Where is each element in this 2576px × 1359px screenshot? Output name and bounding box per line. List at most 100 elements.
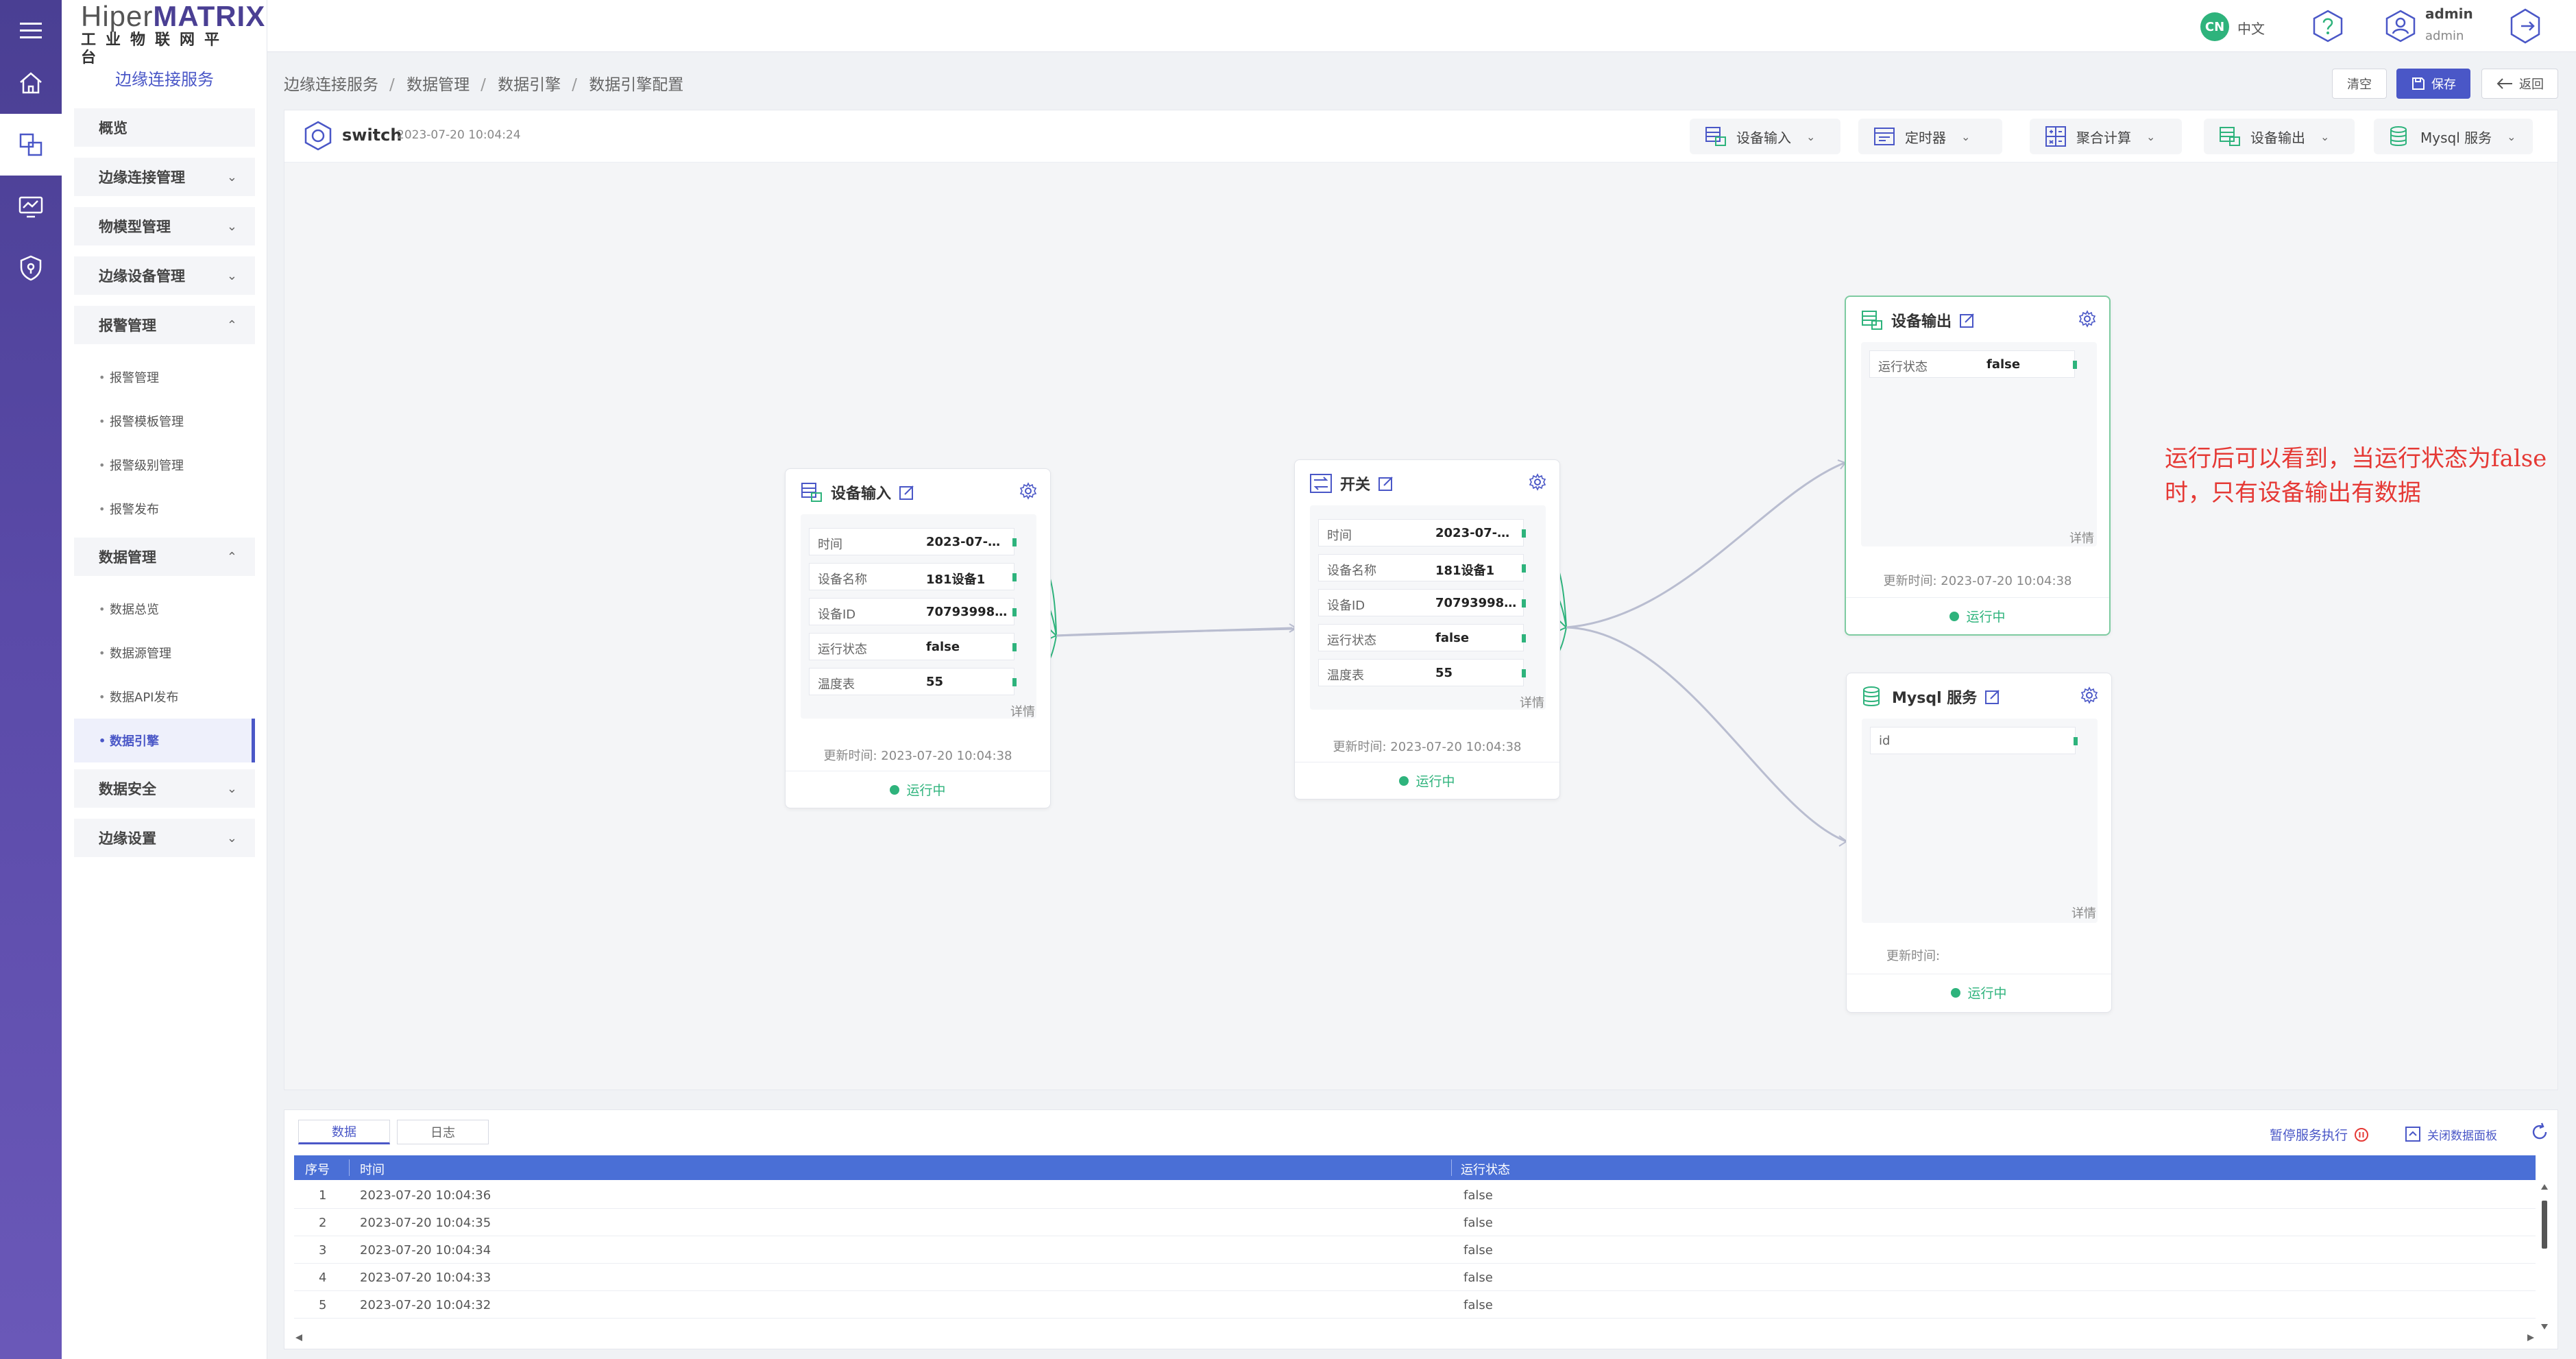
cell-status: false xyxy=(1463,1216,1493,1230)
output-port[interactable] xyxy=(1012,643,1017,651)
flow-canvas[interactable]: switch 2023-07-20 10:04:24 设备输入⌄ 定时器⌄ 聚合… xyxy=(284,110,2558,1090)
logout-button[interactable] xyxy=(2506,7,2544,49)
input-port[interactable] xyxy=(2073,361,2077,369)
sidebar-item-edge-settings[interactable]: 边缘设置⌄ xyxy=(74,819,255,857)
output-port[interactable] xyxy=(1522,529,1526,538)
output-port[interactable] xyxy=(1012,678,1017,686)
save-button[interactable]: 保存 xyxy=(2396,69,2470,99)
sidebar-item-edge-connect[interactable]: 边缘连接管理⌄ xyxy=(74,158,255,196)
tool-device-output[interactable]: 设备输出⌄ xyxy=(2204,119,2355,154)
edit-icon[interactable] xyxy=(1958,311,1976,329)
output-port[interactable] xyxy=(1012,573,1017,581)
node-settings-button[interactable] xyxy=(1528,472,1547,495)
clear-label: 清空 xyxy=(2347,77,2372,92)
link-switch-to-output[interactable] xyxy=(1566,461,1845,629)
field-value: 2023-07-2... xyxy=(1435,526,1518,540)
edit-icon[interactable] xyxy=(898,483,916,501)
pause-service-button[interactable]: 暂停服务执行 xyxy=(2270,1125,2370,1144)
sidebar-sub-data-engine[interactable]: 数据引擎 xyxy=(74,719,255,762)
output-port[interactable] xyxy=(1522,634,1526,642)
link-input-switch-line xyxy=(1056,627,1293,637)
sidebar-sub-data-api[interactable]: 数据API发布 xyxy=(74,675,255,719)
clear-button[interactable]: 清空 xyxy=(2332,69,2387,99)
sidebar-item-overview[interactable]: 概览 xyxy=(74,108,255,147)
language-label[interactable]: 中文 xyxy=(2237,21,2265,37)
sidebar-item-thing-model[interactable]: 物模型管理⌄ xyxy=(74,207,255,245)
vertical-scrollbar[interactable] xyxy=(2540,1181,2549,1332)
rail-monitor-button[interactable] xyxy=(0,176,62,237)
sidebar-sub-alarm-publish[interactable]: 报警发布 xyxy=(74,487,255,531)
column-header: 运行状态 xyxy=(1461,1163,1510,1177)
node-updated-time: 更新时间: 2023-07-20 10:04:38 xyxy=(823,749,1012,763)
tool-label: 定时器 xyxy=(1905,129,1946,146)
node-settings-button[interactable] xyxy=(1019,481,1038,504)
output-port[interactable] xyxy=(1012,538,1017,546)
language-badge[interactable]: CN xyxy=(2200,12,2229,41)
collapse-icon xyxy=(2405,1127,2420,1142)
tool-mysql[interactable]: Mysql 服务⌄ xyxy=(2374,119,2533,154)
breadcrumb-item[interactable]: 数据管理 xyxy=(406,76,470,94)
user-role: admin xyxy=(2425,29,2464,43)
close-panel-button[interactable]: 关闭数据面板 xyxy=(2404,1125,2497,1143)
detail-link[interactable]: 详情 xyxy=(2071,906,2096,921)
detail-link[interactable]: 详情 xyxy=(1010,705,1035,719)
help-icon xyxy=(2313,10,2343,43)
timer-icon xyxy=(1874,128,1895,145)
output-port[interactable] xyxy=(1522,564,1526,573)
canvas-toolbar: switch 2023-07-20 10:04:24 设备输入⌄ 定时器⌄ 聚合… xyxy=(284,110,2557,163)
rail-security-button[interactable] xyxy=(0,237,62,299)
sidebar-sub-alarm-manage[interactable]: 报警管理 xyxy=(74,355,255,399)
tool-device-input[interactable]: 设备输入⌄ xyxy=(1690,119,1840,154)
close-panel-label: 关闭数据面板 xyxy=(2427,1129,2497,1143)
field-key: 时间 xyxy=(1327,529,1352,543)
sidebar-item-data[interactable]: 数据管理⌃ xyxy=(74,538,255,576)
tab-data[interactable]: 数据 xyxy=(298,1120,390,1144)
edit-icon[interactable] xyxy=(1984,688,2002,706)
sidebar-sub-alarm-level[interactable]: 报警级别管理 xyxy=(74,443,255,487)
field-key: 设备名称 xyxy=(1327,564,1376,578)
detail-link[interactable]: 详情 xyxy=(2069,531,2094,546)
field-value: 707939988... xyxy=(926,605,1008,619)
input-port[interactable] xyxy=(2074,737,2078,745)
node-mysql[interactable]: Mysql 服务 id 详情 更新时间: 运行中 xyxy=(1846,673,2112,1013)
edit-icon[interactable] xyxy=(1377,474,1395,492)
field-key: 运行状态 xyxy=(1327,634,1376,648)
breadcrumb-item[interactable]: 数据引擎 xyxy=(498,76,561,94)
refresh-button[interactable] xyxy=(2529,1121,2551,1146)
output-port[interactable] xyxy=(1012,608,1017,616)
save-label: 保存 xyxy=(2431,77,2456,92)
sidebar-sub-data-source[interactable]: 数据源管理 xyxy=(74,631,255,675)
menu-toggle-button[interactable] xyxy=(0,0,62,62)
back-button[interactable]: 返回 xyxy=(2481,69,2558,99)
output-port[interactable] xyxy=(1522,599,1526,608)
sidebar-sub-data-overview[interactable]: 数据总览 xyxy=(74,587,255,631)
tool-aggregate[interactable]: 聚合计算⌄ xyxy=(2030,119,2182,154)
user-avatar[interactable] xyxy=(2383,8,2418,47)
rail-edge-button[interactable] xyxy=(0,114,62,176)
link-switch-to-mysql[interactable] xyxy=(1566,626,1847,843)
node-settings-button[interactable] xyxy=(2080,686,2099,708)
breadcrumb-item[interactable]: 边缘连接服务 xyxy=(284,76,378,94)
sidebar-item-alarm[interactable]: 报警管理⌃ xyxy=(74,306,255,344)
chevron-down-icon: ⌄ xyxy=(226,219,237,234)
sidebar-item-data-security[interactable]: 数据安全⌄ xyxy=(74,769,255,808)
rail-home-button[interactable] xyxy=(0,52,62,114)
chevron-down-icon: ⌄ xyxy=(226,831,237,845)
tool-timer[interactable]: 定时器⌄ xyxy=(1858,119,2002,154)
sidebar-sub-alarm-template[interactable]: 报警模板管理 xyxy=(74,399,255,443)
breadcrumb-separator: / xyxy=(389,76,395,94)
tab-log[interactable]: 日志 xyxy=(397,1120,489,1144)
node-settings-button[interactable] xyxy=(2078,309,2097,332)
help-button[interactable] xyxy=(2310,8,2346,47)
horizontal-scrollbar[interactable] xyxy=(294,1331,2536,1345)
sidebar-item-edge-device[interactable]: 边缘设备管理⌄ xyxy=(74,256,255,295)
output-port[interactable] xyxy=(1522,669,1526,677)
detail-link[interactable]: 详情 xyxy=(1520,696,1544,710)
column-header: 时间 xyxy=(360,1163,385,1177)
cell-time: 2023-07-20 10:04:33 xyxy=(360,1271,491,1285)
